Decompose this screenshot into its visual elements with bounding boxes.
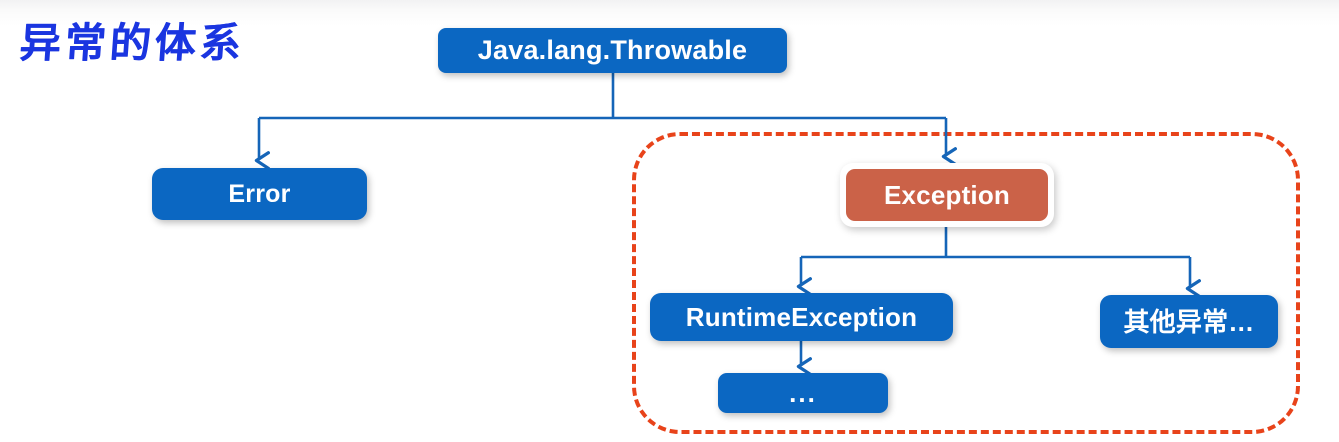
node-runtimeexception[interactable]: RuntimeException xyxy=(650,293,953,341)
node-label: Exception xyxy=(883,180,1011,210)
exception-group-boundary xyxy=(632,132,1300,434)
node-label: 其他异常… xyxy=(1123,306,1255,337)
node-exception[interactable]: Exception xyxy=(840,163,1054,227)
node-exception-fill: Exception xyxy=(846,169,1048,221)
node-ellipsis[interactable]: ... xyxy=(718,373,888,413)
node-label: ... xyxy=(789,378,817,408)
node-java-lang-throwable[interactable]: Java.lang.Throwable xyxy=(438,28,787,73)
node-other-exceptions[interactable]: 其他异常… xyxy=(1100,295,1278,348)
node-label: Error xyxy=(228,179,291,208)
node-label: RuntimeException xyxy=(685,302,918,332)
node-label: Java.lang.Throwable xyxy=(477,35,748,65)
node-error[interactable]: Error xyxy=(152,168,367,220)
